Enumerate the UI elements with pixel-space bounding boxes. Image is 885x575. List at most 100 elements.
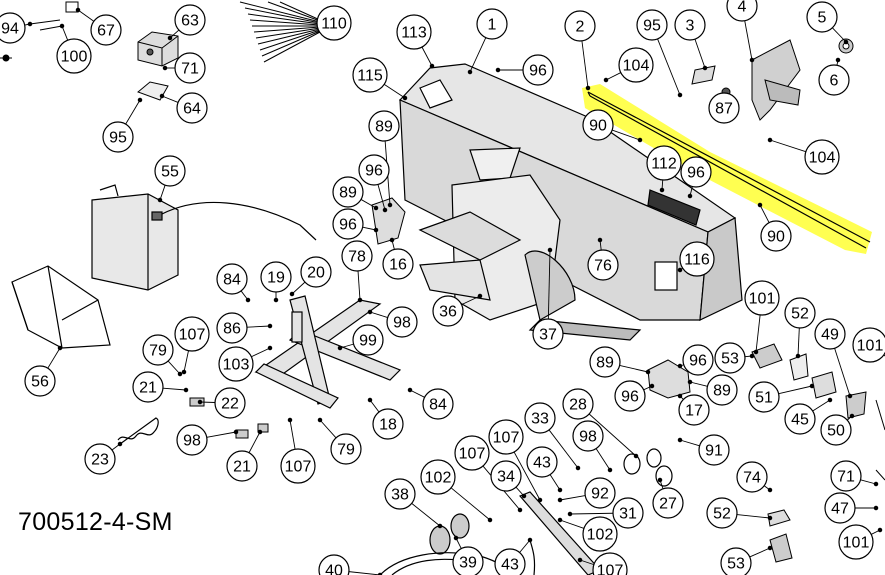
leader-line — [579, 559, 596, 566]
callout-circle — [216, 312, 248, 344]
callout-circle — [562, 388, 594, 420]
leader-line — [206, 431, 237, 438]
part-16-bracket — [371, 197, 406, 245]
callout-circle — [584, 477, 616, 509]
callout-c52a: 52 — [784, 297, 816, 329]
leader-point — [197, 399, 203, 405]
leader-line — [605, 71, 623, 81]
callout-circle — [708, 92, 740, 124]
callout-number: 90 — [589, 118, 607, 135]
callout-c79b: 79 — [330, 433, 362, 465]
leader-point — [753, 349, 759, 355]
callout-number: 1 — [488, 17, 497, 34]
callout-number: 33 — [531, 411, 549, 428]
leader-line — [559, 495, 586, 501]
callout-c23: 23 — [84, 443, 116, 475]
leader-line — [159, 185, 166, 201]
callout-circle — [332, 208, 364, 240]
leader-point — [557, 517, 563, 523]
callout-c107b: 107 — [280, 448, 316, 484]
callout-number: 38 — [391, 487, 409, 504]
callout-number: 27 — [659, 496, 677, 513]
callout-circle — [830, 460, 862, 492]
callout-circle — [318, 554, 350, 575]
callout-circle — [736, 461, 768, 493]
callout-c101c: 101 — [838, 524, 874, 560]
callout-circle — [720, 547, 752, 575]
callout-circle — [174, 4, 206, 36]
callout-number: 37 — [539, 327, 557, 344]
callout-c53b: 53 — [720, 547, 752, 575]
callout-circle — [176, 424, 208, 456]
leader-point — [749, 353, 755, 359]
callout-c1: 1 — [476, 8, 508, 40]
leader-point — [75, 7, 81, 13]
callout-number: 87 — [715, 101, 733, 118]
callout-number: 116 — [684, 252, 710, 269]
leader-point — [749, 57, 755, 63]
leader-point — [557, 497, 563, 503]
callout-circle — [226, 450, 258, 482]
callout-circle — [432, 295, 464, 327]
leader-point — [767, 515, 773, 521]
callout-number: 89 — [339, 185, 357, 202]
callout-number: 107 — [179, 327, 206, 344]
callout-c102b: 102 — [582, 516, 618, 552]
callout-number: 5 — [818, 10, 827, 27]
leader-point — [317, 417, 323, 423]
callout-number: 74 — [743, 470, 761, 487]
callout-number: 99 — [359, 333, 377, 350]
callout-c63: 63 — [174, 4, 206, 36]
callout-c90b: 90 — [760, 220, 792, 252]
callout-c94: 94 — [0, 12, 26, 44]
leader-point — [677, 437, 683, 443]
leader-line — [183, 348, 190, 373]
part-3-plate — [691, 65, 731, 97]
leader-point — [382, 207, 388, 213]
callout-c104a: 104 — [618, 47, 654, 83]
leader-point — [527, 537, 533, 543]
leader-line — [679, 439, 700, 447]
callout-circle — [784, 297, 816, 329]
leader-line — [519, 539, 531, 553]
callout-number: 96 — [529, 63, 547, 80]
leader-line — [382, 82, 406, 99]
leader-line — [657, 38, 681, 96]
leader-point — [487, 517, 493, 523]
leader-line — [362, 226, 377, 231]
leader-line — [619, 364, 649, 373]
leader-line — [797, 327, 800, 357]
callout-c95b: 95 — [636, 9, 668, 41]
leader-lines — [24, 7, 883, 575]
callout-c113: 113 — [396, 14, 432, 50]
leader-point — [159, 93, 165, 99]
callout-number: 6 — [830, 73, 839, 90]
callout-number: 101 — [749, 291, 776, 308]
leader-line — [162, 387, 187, 391]
leader-point — [337, 345, 343, 351]
leader-point — [162, 65, 168, 71]
callout-circle — [386, 306, 418, 338]
callout-number: 107 — [285, 459, 312, 476]
leader-point — [245, 297, 251, 303]
callout-number: 98 — [393, 315, 411, 332]
leader-line — [832, 27, 847, 43]
leader-point — [677, 363, 683, 369]
leader-point — [402, 95, 408, 101]
callout-circle — [372, 408, 404, 440]
callout-c4: 4 — [726, 0, 758, 22]
leader-point — [757, 202, 763, 208]
leader-point — [649, 383, 655, 389]
callout-circle — [589, 346, 621, 378]
part-55-fuel-can — [91, 184, 317, 291]
callout-c89a: 89 — [368, 110, 400, 142]
callout-circle — [174, 52, 206, 84]
callout-number: 100 — [61, 49, 88, 66]
leader-line — [694, 39, 706, 69]
leader-line — [409, 389, 425, 398]
leader-point — [467, 69, 473, 75]
callout-number: 107 — [459, 446, 486, 463]
leader-line — [61, 25, 69, 43]
callout-c95a: 95 — [102, 121, 134, 153]
